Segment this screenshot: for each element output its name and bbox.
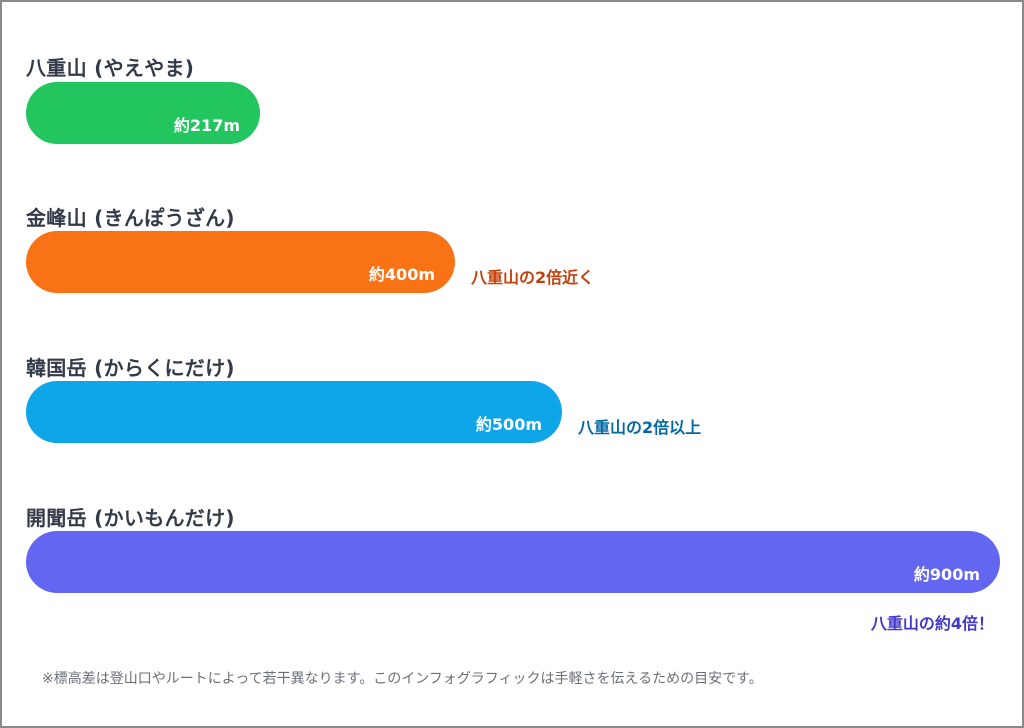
bar-kinpozan: 約400m [26, 231, 455, 293]
mountain-name-kinpozan: 金峰山 (きんぽうざん) [26, 206, 235, 230]
mountain-name-karakunidake: 韓国岳 (からくにだけ) [26, 356, 235, 380]
bar-value-karakunidake: 約500m [475, 415, 542, 434]
bar-value-kinpozan: 約400m [368, 265, 435, 284]
bar-karakunidake: 約500m [26, 381, 562, 443]
footnote: ※標高差は登山口やルートによって若干異なります。このインフォグラフィックは手軽さ… [42, 671, 763, 687]
bar-value-yaeyama: 約217m [173, 116, 240, 135]
bar-value-kaimondake: 約900m [913, 565, 980, 584]
mountain-name-kaimondake: 開聞岳 (かいもんだけ) [26, 506, 235, 530]
bar-yaeyama: 約217m [26, 82, 260, 144]
comparison-note-karakunidake: 八重山の2倍以上 [578, 418, 702, 437]
comparison-note-kaimondake: 八重山の約4倍！ [870, 614, 994, 633]
bar-kaimondake: 約900m [26, 531, 1000, 593]
comparison-note-kinpozan: 八重山の2倍近く [471, 268, 595, 287]
mountain-name-yaeyama: 八重山 (やえやま) [26, 56, 195, 80]
